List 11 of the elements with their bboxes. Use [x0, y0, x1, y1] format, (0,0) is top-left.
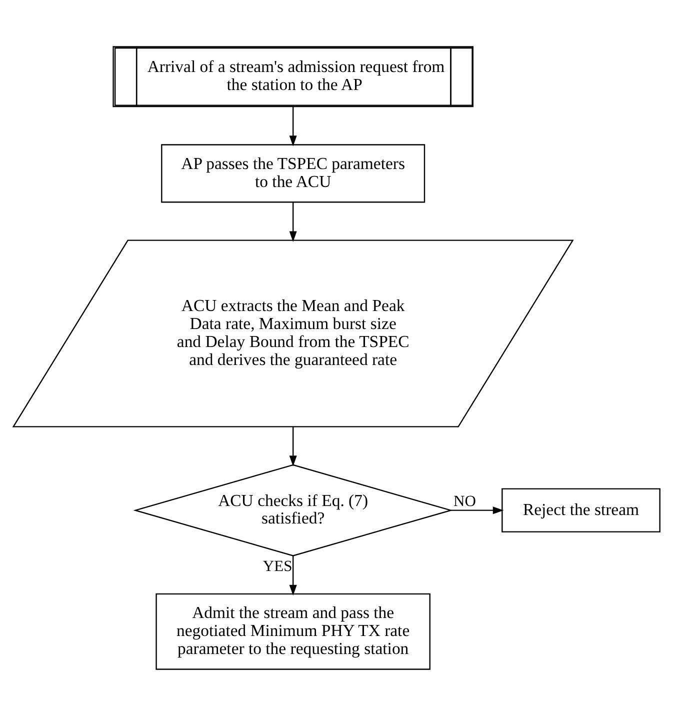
arrow: [451, 506, 504, 514]
arrow: [289, 106, 297, 146]
node-box: Admit the stream and pass the negotiated Minimum PHY TX rate parameter to the requesting station: [156, 592, 430, 670]
arrow: [289, 426, 297, 466]
node-diamond: ACU checks if Eq. (7) satisfied?: [133, 464, 453, 556]
node-box: Reject the stream: [502, 488, 660, 532]
edge-label: YES: [262, 557, 292, 574]
node-box: AP passes the TSPEC parameters to the ACU: [161, 144, 426, 202]
arrow: [289, 555, 297, 596]
arrow: [289, 202, 297, 242]
edge-label: NO: [454, 492, 476, 510]
